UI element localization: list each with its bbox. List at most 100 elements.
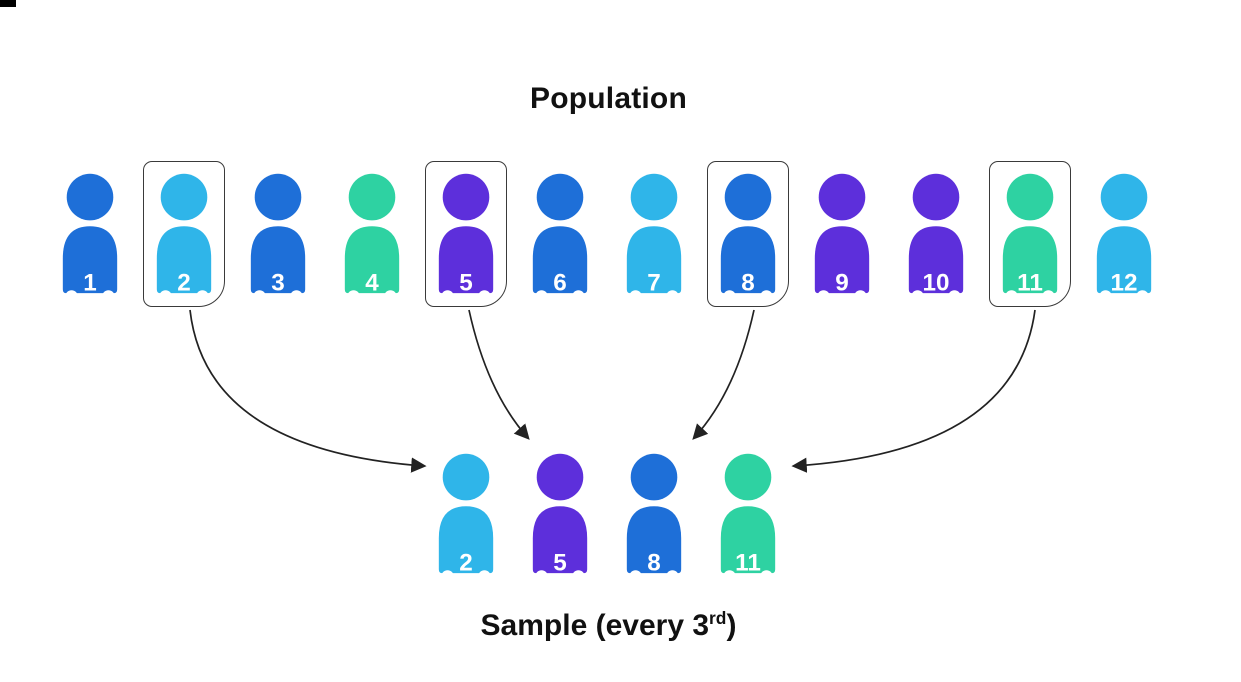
arrow-from-8: [692, 309, 755, 440]
sample-person-2: 2: [433, 452, 499, 574]
person-number: 3: [271, 269, 285, 294]
person-body: [532, 506, 587, 574]
person-number: 8: [647, 549, 661, 574]
person-icon: 11: [1002, 173, 1057, 294]
body-notch-left: [629, 570, 641, 574]
body-notch-left: [441, 570, 453, 574]
population-person-10: 10: [903, 172, 969, 294]
person-number: 12: [1110, 269, 1137, 294]
sample-person-8: 8: [621, 452, 687, 574]
person-body: [250, 226, 305, 294]
body-notch-left: [817, 290, 829, 294]
body-notch-right: [1136, 290, 1148, 294]
person-head: [630, 173, 677, 221]
person-icon: 3: [250, 173, 305, 294]
arrow-from-2: [189, 309, 427, 473]
arrow-from-5: [468, 309, 530, 440]
sample-label-prefix: Sample (every 3: [480, 609, 710, 642]
person-body: [1096, 226, 1151, 294]
population-person-8: 8: [706, 161, 789, 307]
body-notch-right: [760, 570, 772, 574]
selection-box: [424, 161, 507, 307]
person-icon: 8: [720, 173, 775, 294]
population-person-6: 6: [527, 172, 593, 294]
population-person-1: 1: [57, 172, 123, 294]
person-body: [720, 226, 775, 294]
person-head: [160, 173, 207, 221]
population-person-12: 12: [1091, 172, 1157, 294]
body-notch-left: [723, 570, 735, 574]
population-person-3: 3: [245, 172, 311, 294]
body-notch-right: [666, 290, 678, 294]
person-icon: 6: [532, 173, 587, 294]
person-head: [442, 173, 489, 221]
selection-box: [706, 161, 789, 307]
selection-box: [988, 161, 1071, 307]
body-notch-left: [535, 290, 547, 294]
person-body: [908, 226, 963, 294]
person-head: [66, 173, 113, 221]
person-head: [254, 173, 301, 221]
person-number: 7: [647, 269, 661, 294]
population-person-2: 2: [142, 161, 225, 307]
person-number: 1: [83, 269, 97, 294]
person-head: [818, 173, 865, 221]
population-person-4: 4: [339, 172, 405, 294]
person-icon: 7: [626, 173, 681, 294]
person-body: [438, 226, 493, 294]
selection-box: [142, 161, 225, 307]
body-notch-left: [65, 290, 77, 294]
body-notch-left: [535, 570, 547, 574]
person-body: [626, 506, 681, 574]
person-icon: 5: [438, 173, 493, 294]
person-head: [912, 173, 959, 221]
sample-person-5: 5: [527, 452, 593, 574]
person-head: [1006, 173, 1053, 221]
sample-label-suffix: ): [726, 609, 737, 642]
person-head: [348, 173, 395, 221]
body-notch-left: [911, 290, 923, 294]
population-person-5: 5: [424, 161, 507, 307]
person-head: [442, 453, 489, 501]
body-notch-right: [572, 570, 584, 574]
person-body: [532, 226, 587, 294]
person-head: [724, 453, 771, 501]
body-notch-right: [572, 290, 584, 294]
person-number: 5: [553, 549, 567, 574]
person-icon: 11: [720, 453, 775, 574]
body-notch-right: [384, 290, 396, 294]
body-notch-right: [102, 290, 114, 294]
body-notch-right: [478, 570, 490, 574]
person-head: [1100, 173, 1147, 221]
person-head: [724, 173, 771, 221]
person-number: 2: [459, 549, 473, 574]
person-body: [438, 506, 493, 574]
person-head: [536, 173, 583, 221]
population-title: Population: [530, 82, 687, 115]
body-notch-left: [253, 290, 265, 294]
arrow-from-11: [791, 309, 1036, 473]
body-notch-left: [347, 290, 359, 294]
population-row: 1 2 3 4: [0, 161, 1227, 307]
person-body: [62, 226, 117, 294]
person-body: [156, 226, 211, 294]
sample-label-superscript: rd: [709, 608, 727, 628]
person-icon: 9: [814, 173, 869, 294]
person-number: 8: [741, 269, 755, 294]
sample-person-11: 11: [715, 452, 781, 574]
person-number: 4: [365, 269, 379, 294]
body-notch-right: [290, 290, 302, 294]
person-body: [626, 226, 681, 294]
population-person-7: 7: [621, 172, 687, 294]
body-notch-left: [629, 290, 641, 294]
population-person-11: 11: [988, 161, 1071, 307]
body-notch-right: [666, 570, 678, 574]
corner-artifact: [0, 0, 16, 7]
person-body: [1002, 226, 1057, 294]
body-notch-left: [1099, 290, 1111, 294]
person-icon: 4: [344, 173, 399, 294]
person-body: [814, 226, 869, 294]
person-head: [630, 453, 677, 501]
body-notch-right: [948, 290, 960, 294]
